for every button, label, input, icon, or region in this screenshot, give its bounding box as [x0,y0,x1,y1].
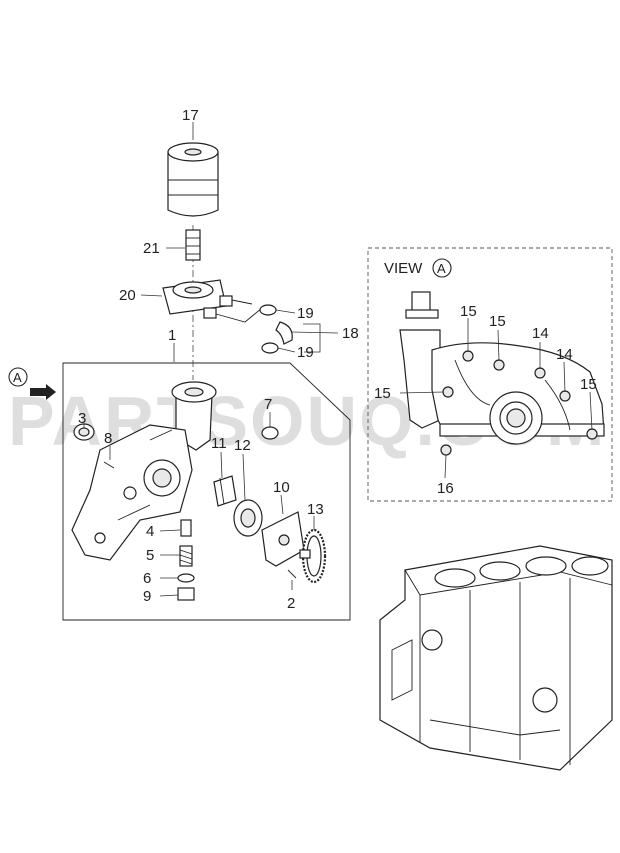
bolt [287,569,297,579]
callout-10: 10 [273,479,290,496]
callout-2: 2 [287,595,295,612]
marker-ref-text: A [13,370,22,385]
callout-13: 13 [307,501,324,518]
view-arrow-icon [30,384,56,400]
inner-rotor [213,475,237,507]
view-ref-text: A [437,261,446,276]
assembly-frame [62,362,351,621]
view-callout-14-b: 14 [556,346,573,363]
oil-filter [167,142,219,217]
view-a-marker: A [8,367,56,400]
view-callout-15-b: 15 [489,313,506,330]
callout-12: 12 [234,437,251,454]
callout-6: 6 [143,570,151,587]
o-ring [261,426,279,440]
view-callout-14-a: 14 [532,325,549,342]
view-callout-15-c: 15 [580,376,597,393]
callout-17: 17 [182,107,199,124]
callout-19-a: 19 [297,305,314,322]
view-a-frame [367,247,613,502]
callout-20: 20 [119,287,136,304]
view-title-text: VIEW [384,260,423,277]
cooler-hoses [215,299,293,354]
pump-cover-plate [261,511,305,567]
view-callout-16: 16 [437,480,454,497]
view-callout-15-d: 15 [374,385,391,402]
oil-seal [73,423,95,441]
callout-19-b: 19 [297,344,314,361]
callout-21: 21 [143,240,160,257]
outer-rotor [233,499,263,537]
callout-1: 1 [168,327,176,344]
callout-4: 4 [146,523,154,540]
engine-block-sketch [379,545,613,771]
callout-3: 3 [78,410,86,427]
view-ref-circle [432,258,452,278]
callout-5: 5 [146,547,154,564]
callout-9: 9 [143,588,151,605]
oil-cooler [162,279,233,319]
callout-7: 7 [264,396,272,413]
dowel-pin [103,461,115,469]
oil-pump-body [71,381,217,561]
pump-cover-view [399,291,605,456]
relief-valve-stack [177,519,195,601]
view-a-title: VIEW A [384,258,452,278]
drive-gear [299,528,327,584]
callout-18: 18 [342,325,359,342]
filter-connector [185,229,201,261]
view-a-leaders [399,318,593,479]
callout-11: 11 [211,435,227,452]
callout-8: 8 [104,430,112,447]
view-callout-15-a: 15 [460,303,477,320]
